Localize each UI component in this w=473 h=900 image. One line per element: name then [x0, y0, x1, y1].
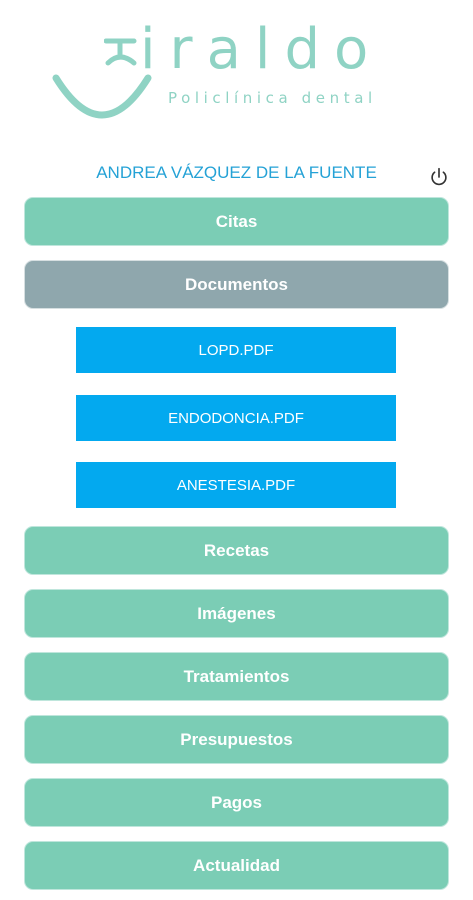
document-anestesia-button[interactable]: ANESTESIA.PDF: [76, 462, 396, 508]
imagenes-button[interactable]: Imágenes: [24, 589, 449, 638]
document-endodoncia-button[interactable]: ENDODONCIA.PDF: [76, 395, 396, 441]
brand-g-mark-icon: [104, 38, 137, 66]
actualidad-button[interactable]: Actualidad: [24, 841, 449, 890]
tratamientos-button[interactable]: Tratamientos: [24, 652, 449, 701]
app-header: iraldo Policlínica dental: [0, 0, 473, 150]
brand-tagline: Policlínica dental: [168, 89, 377, 107]
recetas-button[interactable]: Recetas: [24, 526, 449, 575]
brand-name: iraldo: [140, 17, 383, 82]
document-lopd-button[interactable]: LOPD.PDF: [76, 327, 396, 373]
documentos-button[interactable]: Documentos: [24, 260, 449, 309]
user-name: ANDREA VÁZQUEZ DE LA FUENTE: [96, 163, 377, 182]
citas-button[interactable]: Citas: [24, 197, 449, 246]
pagos-button[interactable]: Pagos: [24, 778, 449, 827]
smile-logo-icon: [52, 74, 152, 119]
power-icon[interactable]: [428, 166, 450, 188]
presupuestos-button[interactable]: Presupuestos: [24, 715, 449, 764]
